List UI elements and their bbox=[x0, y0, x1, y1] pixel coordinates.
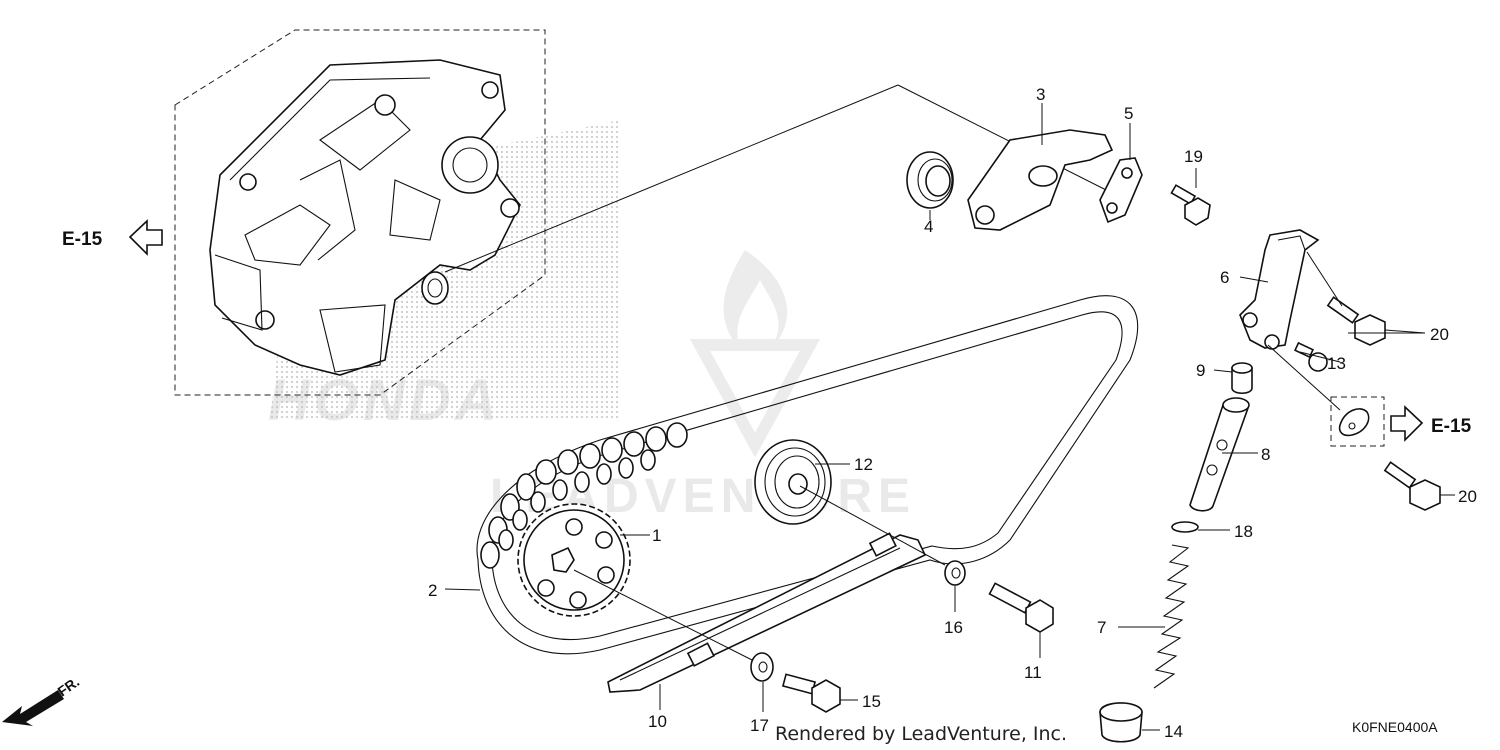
part-label-19[interactable]: 19 bbox=[1184, 147, 1203, 166]
part-label-7[interactable]: 7 bbox=[1097, 618, 1106, 637]
sprocket-part bbox=[517, 503, 631, 617]
reference-right[interactable]: E-15 bbox=[1330, 396, 1472, 447]
part-label-8[interactable]: 8 bbox=[1261, 445, 1270, 464]
crankcase-leader bbox=[444, 84, 899, 273]
part-label-9[interactable]: 9 bbox=[1196, 361, 1205, 380]
part-label-16[interactable]: 16 bbox=[944, 618, 963, 637]
chain-links bbox=[480, 422, 688, 569]
part-label-18[interactable]: 18 bbox=[1234, 522, 1253, 541]
washer-plate-part bbox=[1099, 157, 1143, 224]
cam-chain-part bbox=[476, 295, 1139, 655]
reference-right-label[interactable]: E-15 bbox=[1431, 416, 1472, 437]
part-label-17[interactable]: 17 bbox=[750, 716, 769, 735]
part-label-15[interactable]: 15 bbox=[862, 692, 881, 711]
part-label-10[interactable]: 10 bbox=[648, 712, 667, 731]
part-label-20b[interactable]: 20 bbox=[1458, 487, 1477, 506]
crankcase-group bbox=[174, 29, 1119, 396]
bolt-11-part bbox=[988, 582, 1054, 633]
push-rod-part bbox=[1189, 397, 1250, 512]
oil-seal-part bbox=[906, 151, 954, 209]
bolt-19-part bbox=[1170, 184, 1211, 226]
plate-part bbox=[967, 129, 1114, 231]
part-label-11[interactable]: 11 bbox=[1024, 663, 1042, 682]
bolt-20b-part bbox=[1383, 461, 1441, 511]
arrow-left-icon bbox=[128, 219, 163, 256]
part-label-1[interactable]: 1 bbox=[652, 526, 661, 545]
washer-16-part bbox=[944, 560, 966, 586]
part-label-3[interactable]: 3 bbox=[1036, 85, 1045, 104]
diagram-code: K0FNE0400A bbox=[1352, 719, 1438, 735]
part-label-13[interactable]: 13 bbox=[1327, 354, 1346, 373]
bolt-20a-part bbox=[1306, 251, 1386, 346]
cap-9-part bbox=[1231, 362, 1253, 395]
part-label-2[interactable]: 2 bbox=[428, 581, 437, 600]
reference-left-label[interactable]: E-15 bbox=[62, 229, 103, 250]
bolt-13-part bbox=[1293, 341, 1328, 372]
spring-part bbox=[1153, 544, 1190, 689]
front-marker: FR. bbox=[2, 673, 82, 726]
plug-14-part bbox=[1099, 702, 1143, 743]
clip-18-part bbox=[1171, 521, 1199, 533]
leader-lines bbox=[444, 103, 1455, 731]
part-label-12[interactable]: 12 bbox=[854, 455, 873, 474]
arrow-right-icon bbox=[1390, 405, 1424, 442]
crankcase-frame bbox=[174, 29, 546, 396]
front-arrow-icon bbox=[2, 690, 64, 726]
washer-17-part bbox=[750, 652, 774, 682]
part-label-6[interactable]: 6 bbox=[1220, 268, 1229, 287]
bolt-15-part bbox=[781, 673, 841, 713]
part-label-5[interactable]: 5 bbox=[1124, 104, 1133, 123]
tensioner-body-part bbox=[1239, 229, 1320, 350]
roller-part bbox=[754, 439, 832, 525]
crankcase-leader-2 bbox=[897, 84, 1119, 197]
credit-text: Rendered by LeadVenture, Inc. bbox=[775, 723, 1067, 745]
gasket-part bbox=[1338, 408, 1370, 437]
reference-left[interactable]: E-15 bbox=[62, 219, 163, 256]
watermark-logo bbox=[689, 250, 821, 458]
part-label-14[interactable]: 14 bbox=[1164, 722, 1183, 741]
part-label-4[interactable]: 4 bbox=[924, 217, 933, 236]
part-label-20a[interactable]: 20 bbox=[1430, 325, 1449, 344]
chain-guide-part bbox=[607, 532, 927, 693]
crankcase-part bbox=[209, 59, 521, 376]
part-labels: 1 2 3 4 5 6 7 8 9 10 11 12 13 14 15 16 1… bbox=[428, 85, 1477, 741]
